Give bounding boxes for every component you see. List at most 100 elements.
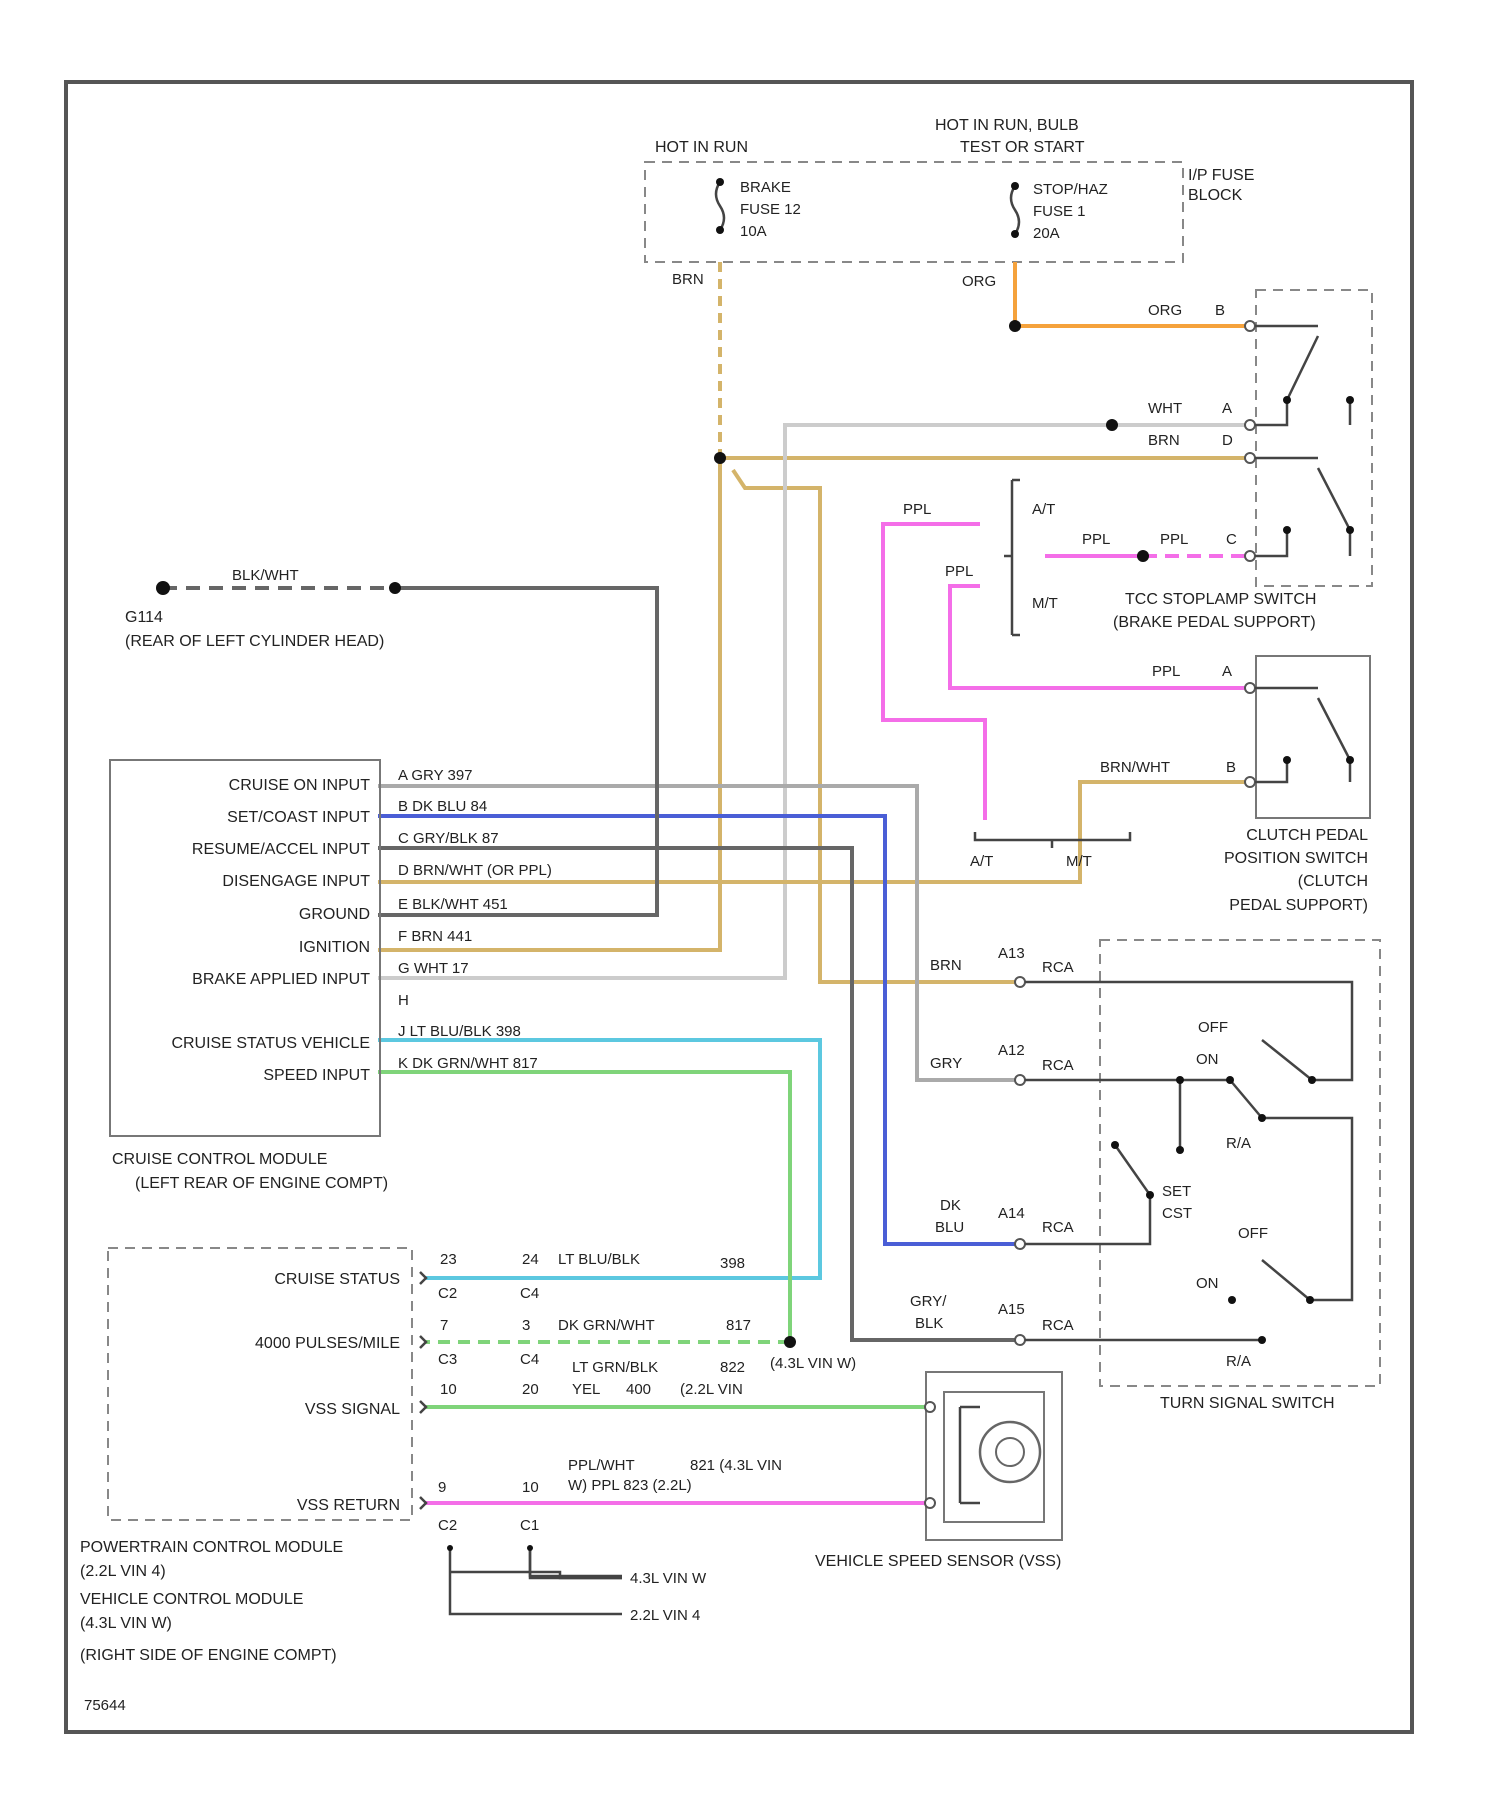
turn-pin-a14: A14 (998, 1205, 1025, 1222)
pcm-r1-circuit: 398 (720, 1255, 745, 1272)
terminal (1015, 1335, 1025, 1345)
tcc-ppl-at: PPL (903, 501, 931, 518)
turn-ra-1: R/A (1226, 1135, 1251, 1152)
at-mt-bracket (1004, 480, 1020, 635)
fuse2-rating: 20A (1033, 225, 1060, 242)
clutch-at-label: A/T (970, 853, 993, 870)
contact-dot (1283, 756, 1291, 764)
cruise-input-3: DISENGAGE INPUT (222, 873, 370, 890)
vehicle-speed-sensor: VEHICLE SPEED SENSOR (VSS) (815, 1372, 1062, 1570)
terminal (1015, 1075, 1025, 1085)
fuse-node (716, 226, 724, 234)
tcc-pin-b: B (1215, 302, 1225, 319)
clutch-mt-label: M/T (1066, 853, 1092, 870)
turn-dkblu-1: DK (940, 1197, 961, 1214)
pcm-ref-1: 4.3L VIN W (630, 1570, 707, 1587)
turn-brn-label: BRN (930, 957, 962, 974)
pcm-r2-pin-b: 3 (522, 1317, 530, 1334)
tcc-ppl-mt: PPL (945, 563, 973, 580)
contact-dot (1226, 1076, 1234, 1084)
cruise-pin-c: C GRY/BLK 87 (398, 830, 499, 847)
cruise-input-1: SET/COAST INPUT (227, 809, 370, 826)
cruise-input-0: CRUISE ON INPUT (229, 777, 371, 794)
fuse-block-outline (645, 162, 1183, 262)
pcm-r2-conn-a: C3 (438, 1351, 457, 1368)
pcm-r3-pin-a: 10 (440, 1381, 457, 1398)
pcm-ref-2: 2.2L VIN 4 (630, 1607, 700, 1624)
vss-name: VEHICLE SPEED SENSOR (VSS) (815, 1553, 1061, 1570)
terminal (925, 1498, 935, 1508)
cruise-pin-e: E BLK/WHT 451 (398, 896, 508, 913)
turn-ra-2: R/A (1226, 1353, 1251, 1370)
cruise-pin-k: K DK GRN/WHT 817 (398, 1055, 538, 1072)
turn-coast: CST (1162, 1205, 1192, 1222)
clutch-name-2: POSITION SWITCH (1224, 850, 1368, 867)
cruise-input-2: RESUME/ACCEL INPUT (192, 841, 370, 858)
splice-node (1137, 550, 1149, 562)
turn-off-2: OFF (1238, 1225, 1268, 1242)
hot-in-run-label: HOT IN RUN (655, 139, 748, 156)
turn-on-2: ON (1196, 1275, 1219, 1292)
contact-dot (1346, 396, 1354, 404)
terminal (1245, 321, 1255, 331)
fuse2-number: FUSE 1 (1033, 203, 1086, 220)
terminal (1245, 551, 1255, 561)
turn-switch-outline (1100, 940, 1380, 1386)
contact-dot (1283, 396, 1291, 404)
cruise-pin-g: G WHT 17 (398, 960, 469, 977)
diagram-frame (66, 82, 1412, 1732)
contact-dot (1258, 1114, 1266, 1122)
tcc-pin-d: D (1222, 432, 1233, 449)
splice-node (389, 582, 401, 594)
fuse1-wire-color: BRN (672, 271, 704, 288)
clutch-pedal-position-switch: PPL A BRN/WHT B A/T M/T CLUTCH PEDAL POS… (970, 656, 1370, 914)
terminal (1015, 977, 1025, 987)
vss-rotor-inner (996, 1438, 1024, 1466)
terminal (1245, 420, 1255, 430)
clutch-switch-outline (1256, 656, 1370, 818)
ground-id: G114 (125, 609, 163, 626)
fuse2-name: STOP/HAZ (1033, 181, 1108, 198)
terminal (1015, 1239, 1025, 1249)
tcc-pin-c: C (1226, 531, 1237, 548)
pcm-outline (108, 1248, 412, 1520)
cruise-pin-f: F BRN 441 (398, 928, 472, 945)
ground-wire-color: BLK/WHT (232, 567, 299, 584)
pcm-terminals (420, 1272, 426, 1509)
at-mt-bracket-2 (975, 832, 1130, 848)
turn-pin-a12: A12 (998, 1042, 1025, 1059)
pcm-name-4: (4.3L VIN W) (80, 1615, 172, 1632)
cruise-pin-h: H (398, 992, 409, 1009)
clutch-pin-a: A (1222, 663, 1232, 680)
fuse-node (1011, 230, 1019, 238)
tcc-ppl-label-1: PPL (1082, 531, 1110, 548)
pcm-r3-color-b: YEL (572, 1381, 600, 1398)
tcc-org-label: ORG (1148, 302, 1182, 319)
cruise-pin-a: A GRY 397 (398, 767, 473, 784)
tcc-pin-a: A (1222, 400, 1232, 417)
turn-pin-a13: A13 (998, 945, 1025, 962)
tcc-upper-contact (1255, 326, 1350, 425)
pcm-label-vss-signal: VSS SIGNAL (305, 1401, 400, 1418)
contact-dot (1176, 1146, 1184, 1154)
clutch-name-4: PEDAL SUPPORT) (1229, 897, 1368, 914)
tcc-switch-name: TCC STOPLAMP SWITCH (1125, 591, 1316, 608)
contact-dot (1258, 1336, 1266, 1344)
clutch-contact (1255, 688, 1350, 782)
turn-gryblk-1: GRY/ (910, 1293, 947, 1310)
tcc-switch-outline (1256, 290, 1372, 586)
cruise-input-4: GROUND (299, 906, 370, 923)
pcm-r4-pin-b: 10 (522, 1479, 539, 1496)
turn-gry-label: GRY (930, 1055, 962, 1072)
vss-rotor (980, 1422, 1040, 1482)
pcm-ref-leader-1 (530, 1548, 622, 1578)
pcm-r2-color: DK GRN/WHT (558, 1317, 655, 1334)
clutch-ppl-label: PPL (1152, 663, 1180, 680)
pcm-r1-pin-a: 23 (440, 1251, 457, 1268)
vss-outline (926, 1372, 1062, 1540)
splice-node (714, 452, 726, 464)
ground-point (156, 581, 170, 595)
pcm-r4-pin-a: 9 (438, 1479, 446, 1496)
turn-switch-name: TURN SIGNAL SWITCH (1160, 1395, 1335, 1412)
fuse1-number: FUSE 12 (740, 201, 801, 218)
